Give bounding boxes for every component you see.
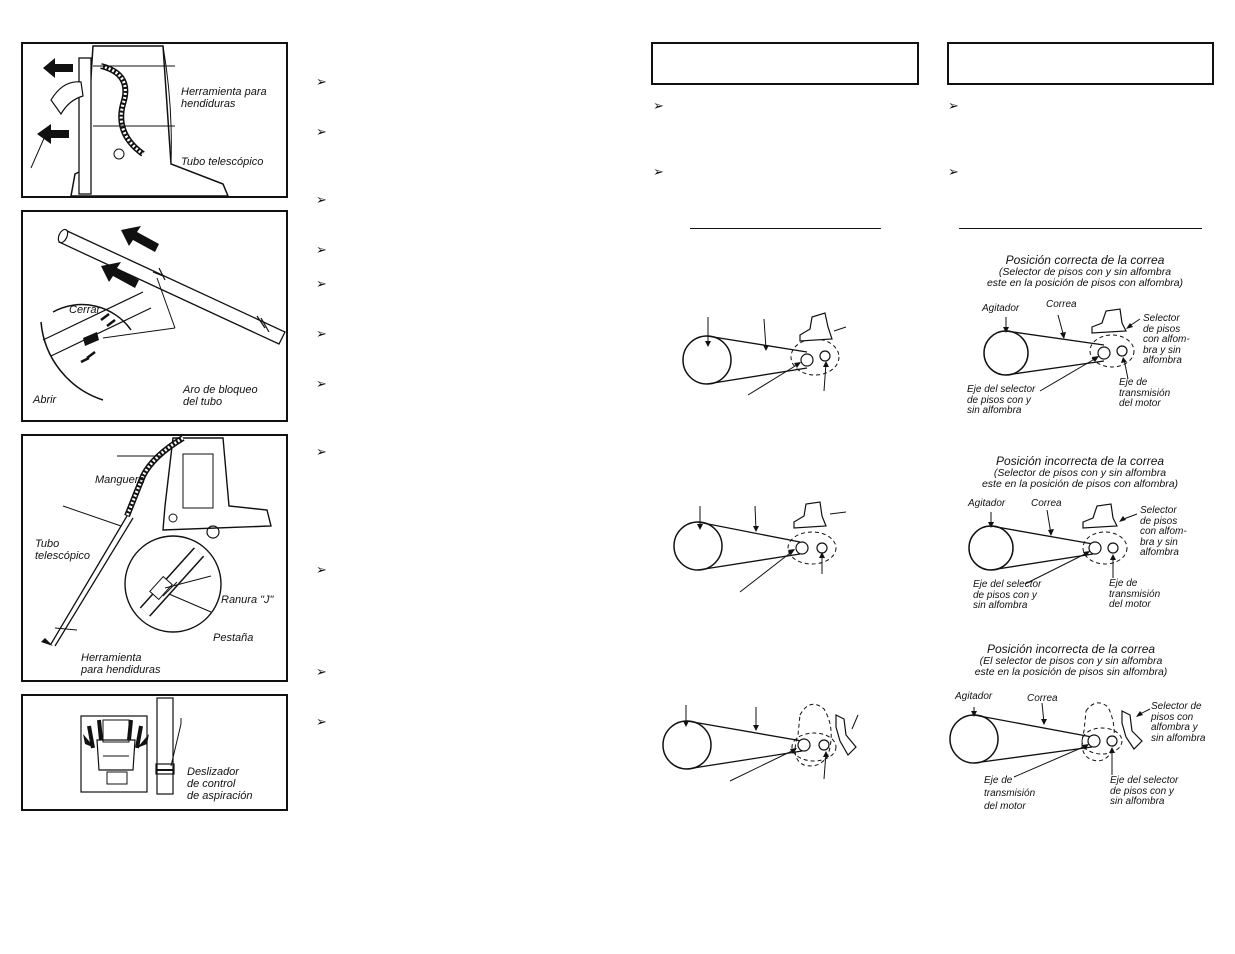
bullet-marker: ➢	[316, 444, 327, 459]
diagram-title-incorrect-1: Posición incorrecta de la correa (Select…	[955, 455, 1205, 489]
belt-diagram-unlabeled-3	[662, 703, 859, 782]
bullet-marker: ➢	[316, 326, 327, 341]
label-suction-slider: Deslizador de control de aspiración	[187, 766, 253, 802]
vacuum-wand-illustration	[30, 45, 230, 197]
label-crevice-tool: Herramienta para hendiduras	[181, 86, 267, 110]
label-selector: Selector de pisos con alfom- bra y sin a…	[1140, 505, 1187, 558]
section-rule	[690, 228, 881, 229]
label-selector-shaft: Eje del selector de pisos con y sin alfo…	[973, 579, 1042, 611]
section-header-box	[651, 42, 919, 85]
bullet-marker: ➢	[316, 664, 327, 679]
label-close: Cerrar	[69, 304, 101, 316]
wand-lock-illustration	[40, 226, 286, 401]
diagram-subtitle-text: (El selector de pisos con y sin alfombra…	[974, 655, 1168, 678]
label-lock-ring: Aro de bloqueo del tubo	[183, 384, 258, 408]
label-selector-shaft: Eje del selector de pisos con y sin alfo…	[967, 384, 1036, 416]
label-selector: Selector de pisos con alfom- bra y sin a…	[1143, 313, 1190, 366]
bullet-marker: ➢	[316, 276, 327, 291]
bullet-marker: ➢	[948, 98, 959, 113]
belt-diagram-unlabeled-1	[682, 312, 847, 396]
label-belt: Correa	[1046, 299, 1077, 310]
figure-panel-suction-control: Deslizador de control de aspiración	[21, 694, 288, 811]
label-motor-shaft: Eje de transmisión del motor	[1119, 377, 1171, 409]
diagram-title-text: Posición correcta de la correa	[1005, 253, 1165, 267]
diagram-subtitle-text: (Selector de pisos con y sin alfombra es…	[986, 266, 1184, 289]
label-hose: Manguera	[95, 474, 145, 486]
bullet-marker: ➢	[316, 714, 327, 729]
figure-panel-hose-connection: Manguera Tubo telescópico Ranura "J" Pes…	[21, 434, 288, 682]
bullet-marker: ➢	[316, 562, 327, 577]
label-agitator: Agitador	[955, 691, 993, 702]
label-j-slot: Ranura "J"	[221, 594, 274, 606]
label-motor-shaft: Eje de transmisión del motor	[1109, 578, 1161, 610]
hose-connection-illustration	[41, 435, 272, 647]
bullet-marker: ➢	[653, 164, 664, 179]
belt-diagram-correct	[983, 308, 1141, 392]
label-tab: Pestaña	[213, 632, 254, 644]
figure-panel-wand-lock: Cerrar Abrir Aro de bloqueo del tubo	[21, 210, 288, 422]
diagram-title-incorrect-2: Posición incorrecta de la correa (El sel…	[946, 643, 1196, 677]
belt-diagram-incorrect-2	[949, 702, 1151, 778]
label-telescopic-wand: Tubo telescópico	[181, 156, 264, 168]
bullet-marker: ➢	[316, 124, 327, 139]
section-rule	[959, 228, 1202, 229]
diagram-title-text: Posición incorrecta de la correa	[986, 642, 1156, 656]
diagram-title-correct: Posición correcta de la correa (Selector…	[960, 254, 1210, 288]
label-belt: Correa	[1031, 498, 1062, 509]
figure-panel-wand-removal: Herramienta para hendiduras Tubo telescó…	[21, 42, 288, 198]
label-selector: Selector de pisos con alfombra y sin alf…	[1151, 701, 1206, 744]
bullet-marker: ➢	[316, 242, 327, 257]
label-selector-shaft: Eje del selector de pisos con y sin alfo…	[1110, 775, 1179, 807]
bullet-marker: ➢	[948, 164, 959, 179]
bullet-marker: ➢	[316, 74, 327, 89]
bullet-marker: ➢	[653, 98, 664, 113]
bullet-marker: ➢	[316, 376, 327, 391]
label-motor-shaft: Eje de transmisión del motor	[984, 775, 1036, 812]
label-belt: Correa	[1027, 693, 1058, 704]
bullet-marker: ➢	[316, 192, 327, 207]
label-telescopic-wand: Tubo telescópico	[35, 538, 91, 562]
label-open: Abrir	[33, 394, 57, 406]
diagram-title-text: Posición incorrecta de la correa	[995, 454, 1165, 468]
label-agitator: Agitador	[968, 498, 1006, 509]
belt-diagram-unlabeled-2	[673, 501, 847, 593]
suction-control-illustration	[80, 697, 182, 795]
label-agitator: Agitador	[982, 303, 1020, 314]
label-crevice-tool: Herramienta para hendiduras	[81, 652, 161, 676]
section-header-box	[947, 42, 1214, 85]
diagram-subtitle-text: (Selector de pisos con y sin alfombra es…	[981, 467, 1179, 490]
belt-diagram-incorrect-1	[968, 503, 1138, 585]
